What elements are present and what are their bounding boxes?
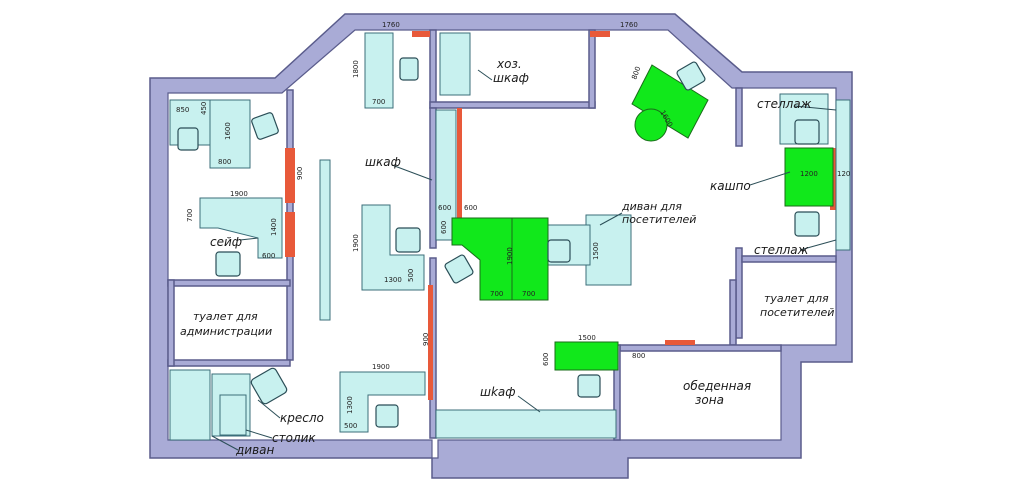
dim-900-left: 900	[296, 167, 304, 180]
dim-600-c: 600	[440, 221, 448, 234]
label-kashpo: кашпо	[710, 179, 751, 193]
label-dining-1: обеденная	[683, 379, 751, 393]
dim-1900-low: 1900	[372, 363, 390, 371]
dim-1300-low: 1300	[346, 396, 354, 414]
label-dining-2: зона	[695, 393, 724, 407]
label-stellazh-top: стеллаж	[757, 97, 812, 111]
dim-700-top: 700	[372, 98, 385, 106]
dim-1760-left: 1760	[382, 21, 400, 29]
green-desks	[451, 64, 834, 371]
label-toilet-visitors-2: посетителей	[760, 306, 834, 319]
dim-600-a: 600	[438, 204, 451, 212]
dim-500-low: 500	[344, 422, 357, 430]
label-divan-visitors-1: диван для	[621, 200, 682, 213]
shelves	[169, 32, 851, 441]
dim-800-left: 800	[218, 158, 231, 166]
label-seif: сейф	[210, 235, 242, 249]
dim-1200: 1200	[800, 170, 818, 178]
dim-1800: 1800	[352, 60, 360, 78]
label-kreslo: кресло	[280, 411, 324, 425]
dim-1900-green: 1900	[506, 247, 514, 265]
label-toilet-visitors-1: туалет для	[764, 292, 829, 305]
dim-850: 850	[176, 106, 189, 114]
dim-600-b: 600	[464, 204, 477, 212]
dim-600-bottom: 600	[542, 353, 550, 366]
dim-700-green2: 700	[522, 290, 535, 298]
dim-1760-right: 1760	[620, 21, 638, 29]
dim-1900-left: 1900	[230, 190, 248, 198]
dim-120: 120	[837, 170, 850, 178]
dim-1300-mid: 1300	[384, 276, 402, 284]
dim-700-green: 700	[490, 290, 503, 298]
label-hoz-1: хоз.	[496, 57, 522, 71]
leader-lines	[211, 69, 837, 451]
dim-1500-divan: 1500	[592, 242, 600, 260]
label-hoz-2: шкаф	[493, 71, 529, 85]
label-stolik: столик	[272, 431, 316, 445]
dim-500-mid: 500	[407, 269, 415, 282]
dim-1600-left: 1600	[224, 122, 232, 140]
dim-800-bottom: 800	[632, 352, 645, 360]
label-divan-visitors-2: посетителей	[622, 213, 696, 226]
desks	[169, 32, 632, 433]
label-toilet-admin-2: администрации	[180, 325, 272, 338]
label-divan: диван	[235, 443, 275, 457]
label-shkaf-left: шкаф	[365, 155, 401, 169]
chairs	[177, 57, 820, 428]
label-shkaf-bottom: шkaф	[480, 385, 516, 399]
dim-450: 450	[200, 102, 208, 115]
label-toilet-admin-1: туалет для	[193, 310, 258, 323]
dim-1900-mid: 1900	[352, 234, 360, 252]
dim-700-left: 700	[186, 209, 194, 222]
label-stellazh-bottom: стеллаж	[754, 243, 809, 257]
dim-1500-bottom: 1500	[578, 334, 596, 342]
dim-900-right: 900	[422, 333, 430, 346]
dim-600-safe: 600	[262, 252, 275, 260]
dim-1400: 1400	[270, 218, 278, 236]
